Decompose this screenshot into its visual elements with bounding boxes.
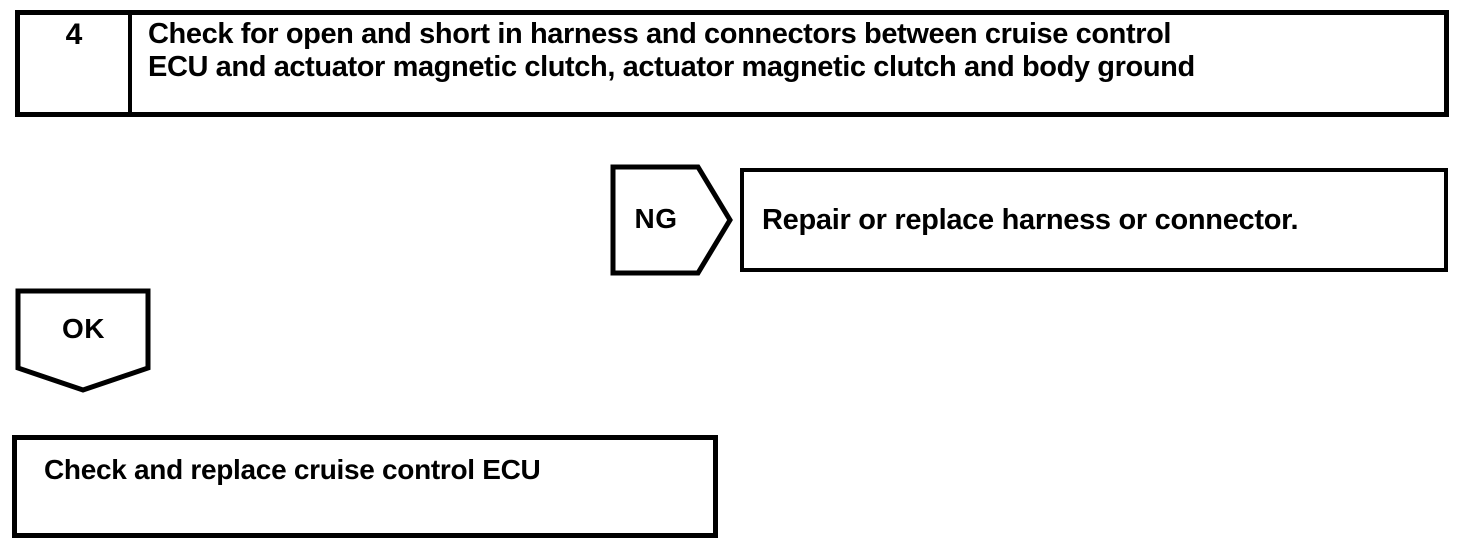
next-step-box: Check and replace cruise control ECU	[12, 435, 718, 538]
step-instruction: Check for open and short in harness and …	[132, 15, 1444, 112]
ng-label: NG	[634, 203, 678, 234]
ng-action-text: Repair or replace harness or connector.	[762, 203, 1299, 236]
ng-connector-shape: NG	[610, 164, 735, 276]
ok-connector-shape: OK	[15, 288, 152, 394]
step-instruction-line-2: ECU and actuator magnetic clutch, actuat…	[148, 51, 1195, 83]
pentagon-right-icon	[610, 164, 733, 276]
next-step-text: Check and replace cruise control ECU	[44, 454, 541, 485]
ng-action-box: Repair or replace harness or connector.	[740, 168, 1448, 272]
step-header-row: 4 Check for open and short in harness an…	[15, 10, 1449, 117]
step-instruction-line-1: Check for open and short in harness and …	[148, 18, 1172, 50]
ok-label: OK	[62, 313, 105, 344]
pentagon-down-icon	[15, 288, 151, 393]
step-number: 4	[20, 15, 132, 112]
